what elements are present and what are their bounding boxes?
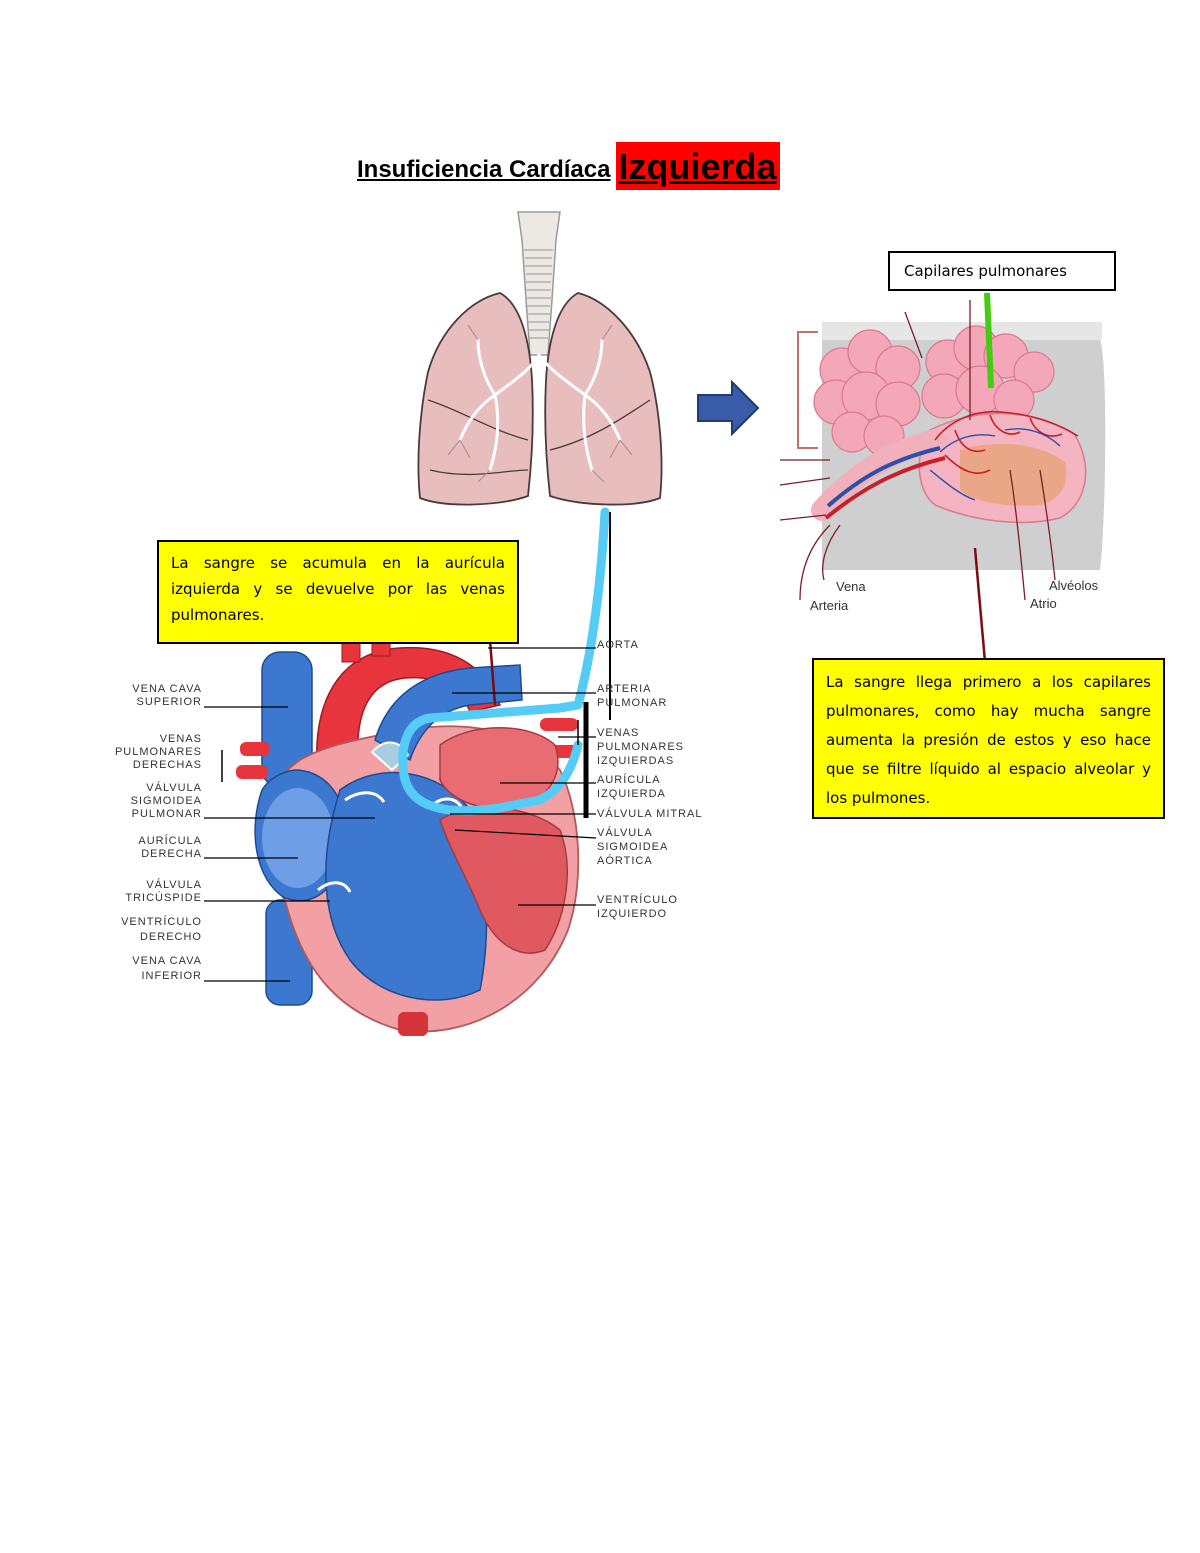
label-valvula-tricuspide-2: TRICÚSPIDE [125, 891, 202, 904]
label-venas-pulmonares-derechas-2: PULMONARES [115, 746, 202, 758]
capillaries-label: Capilares pulmonares [904, 262, 1067, 280]
title-highlight: Izquierda [616, 142, 781, 190]
label-venas-pulmonares-derechas-3: DERECHAS [133, 759, 202, 771]
right-arrow-icon [697, 379, 760, 437]
note-right: La sangre llega primero a los capilares … [812, 658, 1165, 819]
label-vena-cava-superior-2: SUPERIOR [137, 696, 202, 708]
note-left: La sangre se acumula en la aurícula izqu… [157, 540, 519, 644]
lungs-illustration [417, 211, 663, 506]
label-venas-pulmonares-izquierdas-2: PULMONARES [597, 741, 684, 753]
label-vena-cava-inferior-1: VENA CAVA [132, 955, 202, 967]
label-valvula-sigmoidea-aortica-1: VÁLVULA [597, 826, 653, 839]
label-ventriculo-derecho-2: DERECHO [140, 931, 202, 943]
label-alveolos: Alvéolos [1049, 578, 1099, 593]
label-venas-pulmonares-derechas-1: VENAS [160, 733, 202, 745]
label-ventriculo-derecho-1: VENTRÍCULO [121, 915, 202, 928]
label-valvula-sigmoidea-aortica-2: SIGMOIDEA [597, 841, 668, 853]
label-valvula-sigmoidea-pulmonar-3: PULMONAR [132, 808, 202, 820]
label-vena-cava-superior-1: VENA CAVA [132, 683, 202, 695]
label-auricula-izquierda-2: IZQUIERDA [597, 788, 666, 800]
label-atrio: Atrio [1030, 596, 1057, 611]
label-arteria-pulmonar-2: PULMONAR [597, 697, 667, 709]
label-aorta: AORTA [597, 639, 639, 651]
label-valvula-tricuspide-1: VÁLVULA [146, 878, 202, 891]
capillary-pointer [984, 292, 994, 389]
capillaries-label-box: Capilares pulmonares [888, 251, 1116, 291]
label-auricula-izquierda-1: AURÍCULA [597, 773, 661, 786]
heart-illustration [236, 631, 580, 1036]
label-ventriculo-izquierdo-1: VENTRÍCULO [597, 893, 678, 906]
label-venas-pulmonares-izquierdas-1: VENAS [597, 727, 639, 739]
title-main: Insuficiencia Cardíaca [357, 156, 611, 183]
page-title: Insuficiencia Cardíaca Izquierda [357, 138, 781, 190]
label-valvula-sigmoidea-pulmonar-2: SIGMOIDEA [131, 795, 202, 807]
alveoli-illustration [779, 300, 1106, 663]
label-ventriculo-izquierdo-2: IZQUIERDO [597, 908, 667, 920]
label-arteria: Arteria [810, 598, 849, 613]
label-auricula-derecha-1: AURÍCULA [138, 834, 202, 847]
label-arteria-pulmonar-1: ARTERIA [597, 683, 651, 695]
label-auricula-derecha-2: DERECHA [141, 848, 202, 860]
flow-line [398, 507, 610, 816]
label-venas-pulmonares-izquierdas-3: IZQUIERDAS [597, 755, 674, 767]
label-valvula-sigmoidea-aortica-3: AÓRTICA [597, 854, 653, 867]
label-valvula-mitral: VÁLVULA MITRAL [597, 807, 703, 820]
label-vena-cava-inferior-2: INFERIOR [141, 970, 202, 982]
label-valvula-sigmoidea-pulmonar-1: VÁLVULA [146, 781, 202, 794]
label-vena: Vena [836, 579, 866, 594]
